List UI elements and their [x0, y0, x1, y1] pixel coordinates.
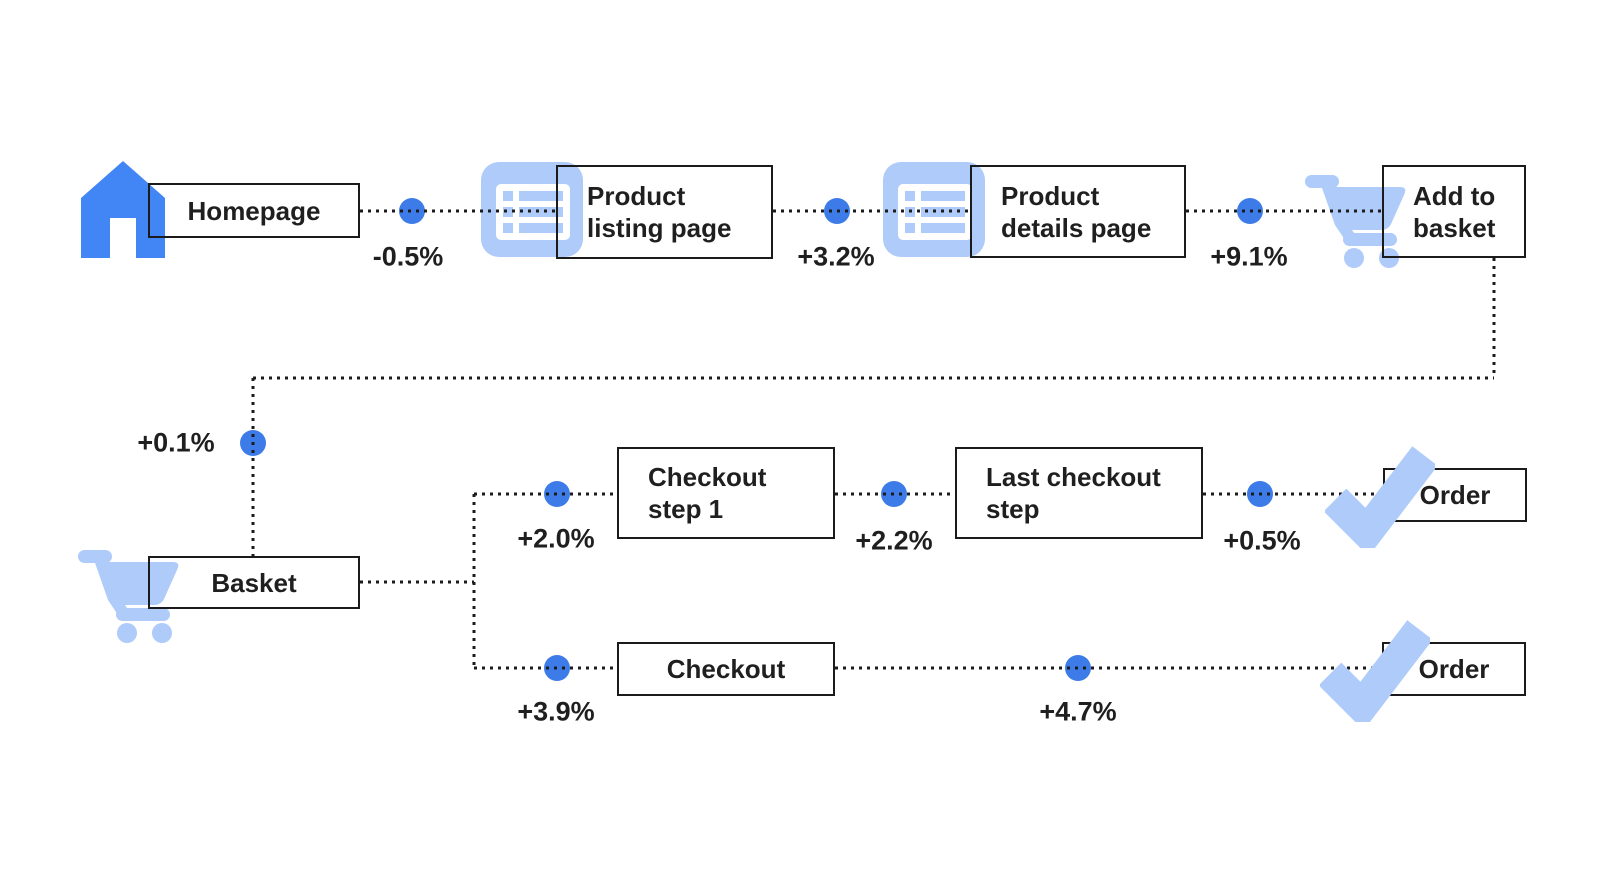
node-last-checkout-step: Last checkout step [955, 447, 1203, 539]
delta-lastcheckout-order: +0.5% [1223, 525, 1301, 556]
node-checkout-step1-label-line2: step 1 [648, 494, 724, 524]
node-plp-label-line1: Product [587, 181, 686, 211]
node-order-bottom: Order [1382, 642, 1526, 696]
delta-checkout-order: +4.7% [1039, 696, 1117, 727]
node-plp-label-line2: listing page [587, 213, 732, 243]
shopping-cart-icon [78, 550, 179, 643]
delta-basket-checkout: +3.9% [517, 696, 595, 727]
node-checkout: Checkout [617, 642, 835, 696]
node-homepage-label: Homepage [187, 195, 321, 226]
node-order-bottom-label: Order [1418, 654, 1490, 684]
node-pdp-label-line1: Product [1001, 180, 1100, 211]
node-basket: Basket [148, 556, 360, 609]
home-icon [81, 161, 165, 258]
delta-homepage-plp: -0.5% [372, 241, 444, 272]
node-order-top-label: Order [1419, 480, 1491, 510]
node-product-listing-page: Product listing page [556, 165, 773, 259]
delta-basket-step1: +2.0% [517, 523, 595, 554]
node-checkout-step1-label-line1: Checkout [648, 462, 767, 492]
delta-addtobasket-basket: +0.1% [137, 427, 215, 458]
node-last-checkout-label-line2: step [986, 494, 1040, 524]
node-order-top: Order [1383, 468, 1527, 522]
checkmark-icon [1325, 446, 1435, 548]
node-basket-label: Basket [211, 567, 297, 598]
node-pdp-label-line2: details page [1001, 212, 1152, 243]
node-checkout-label: Checkout [666, 654, 786, 684]
node-checkout-step-1: Checkout step 1 [617, 447, 835, 539]
node-last-checkout-label-line1: Last checkout [986, 462, 1161, 492]
node-product-details-page: Product details page [970, 165, 1186, 258]
node-add-to-basket-label-line1: Add to [1413, 180, 1496, 211]
node-add-to-basket: Add to basket [1382, 165, 1526, 258]
delta-plp-pdp: +3.2% [797, 241, 875, 272]
node-add-to-basket-label-line2: basket [1413, 212, 1496, 243]
node-homepage: Homepage [148, 183, 360, 238]
flow-dot [399, 198, 425, 224]
delta-pdp-addtobasket: +9.1% [1210, 241, 1288, 272]
checkmark-icon [1320, 620, 1430, 722]
delta-step1-lastcheckout: +2.2% [855, 525, 933, 556]
